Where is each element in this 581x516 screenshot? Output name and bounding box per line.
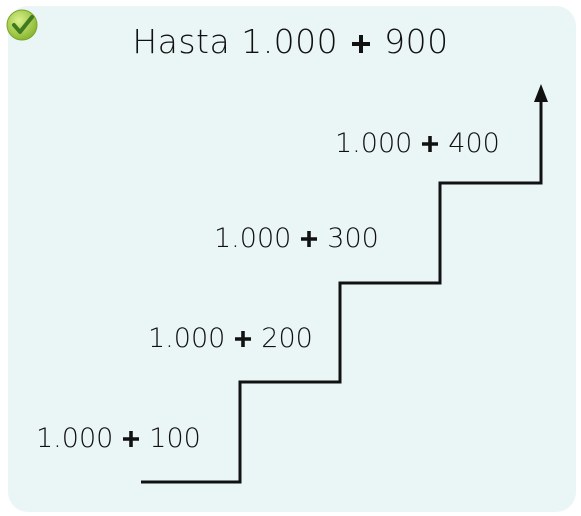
plus-icon <box>422 128 439 159</box>
step-label-1: 1.000 100 <box>36 423 201 454</box>
plus-icon <box>235 323 252 354</box>
title-suffix: 900 <box>384 22 449 61</box>
checkmark-icon <box>6 9 38 41</box>
step-add: 300 <box>327 223 379 254</box>
plus-icon <box>301 223 318 254</box>
step-label-2: 1.000 200 <box>148 323 313 354</box>
step-add: 100 <box>149 423 201 454</box>
diagram-title: Hasta 1.000 900 <box>0 22 581 61</box>
staircase-line <box>141 102 543 484</box>
step-add: 400 <box>448 128 500 159</box>
step-base: 1.000 <box>214 223 292 254</box>
title-prefix: Hasta 1.000 <box>132 22 339 61</box>
plus-icon <box>352 22 371 61</box>
diagram-card <box>8 6 576 512</box>
step-add: 200 <box>261 323 313 354</box>
step-base: 1.000 <box>36 423 114 454</box>
step-base: 1.000 <box>335 128 413 159</box>
step-label-4: 1.000 400 <box>335 128 500 159</box>
plus-icon <box>123 423 140 454</box>
step-label-3: 1.000 300 <box>214 223 379 254</box>
arrow-up-icon <box>534 84 548 102</box>
step-base: 1.000 <box>148 323 226 354</box>
